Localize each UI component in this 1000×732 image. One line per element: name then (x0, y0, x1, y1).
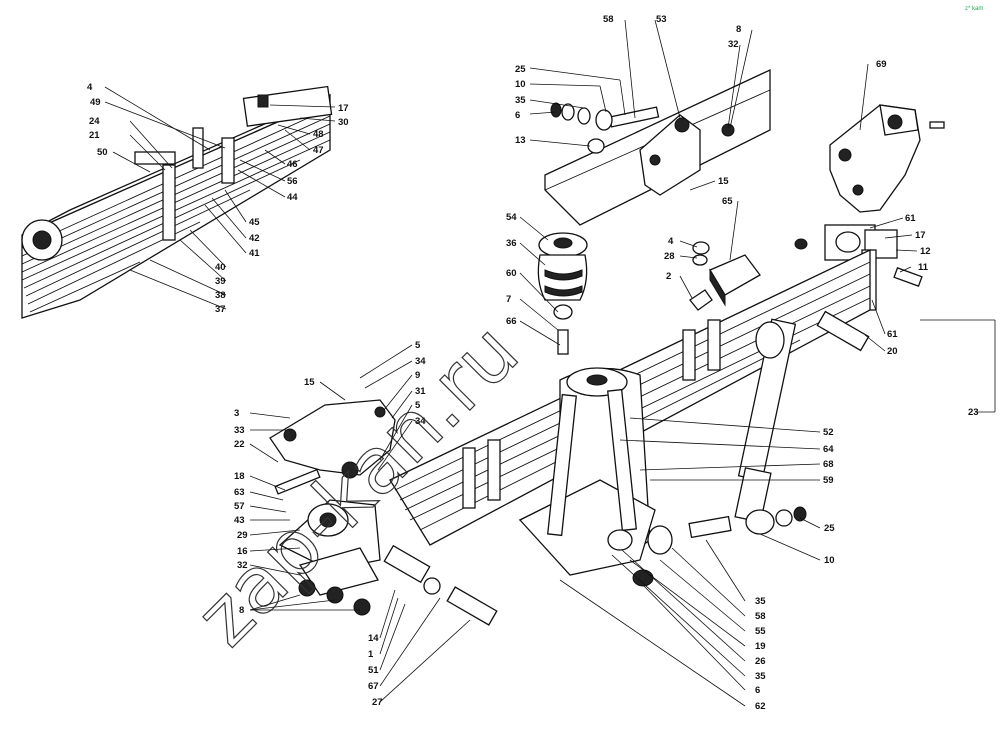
callout-10-lower: 10 (824, 555, 835, 566)
callout-69: 69 (876, 59, 887, 70)
rubber-bumper (537, 232, 588, 355)
callout-38: 38 (215, 290, 226, 301)
callout-20: 20 (887, 346, 898, 357)
callout-60: 60 (506, 268, 517, 279)
callout-32: 32 (728, 39, 739, 50)
callout-41: 41 (249, 248, 260, 259)
callout-8: 8 (736, 24, 741, 35)
callout-67: 67 (368, 681, 379, 692)
callout-63: 63 (234, 487, 245, 498)
callout-34-lower: 34 (415, 416, 426, 427)
callout-40: 40 (215, 262, 226, 273)
callout-10: 10 (515, 79, 526, 90)
callout-56: 56 (287, 176, 298, 187)
callout-42: 42 (249, 233, 260, 244)
top-bolt-set (550, 102, 660, 154)
callout-50: 50 (97, 147, 108, 158)
callout-12: 12 (920, 246, 931, 257)
callout-15: 15 (718, 176, 729, 187)
callout-58: 58 (603, 14, 614, 25)
callout-49: 49 (90, 97, 101, 108)
callout-7: 7 (506, 294, 511, 305)
callout-8-lower: 8 (239, 605, 244, 616)
callout-33: 33 (234, 425, 245, 436)
callout-24: 24 (89, 116, 100, 127)
bushings (383, 310, 870, 626)
callout-26: 26 (755, 656, 766, 667)
callout-45: 45 (249, 217, 260, 228)
callout-15-left: 15 (304, 377, 315, 388)
callout-25-lower: 25 (824, 523, 835, 534)
callout-6: 6 (515, 110, 520, 121)
callout-5-lower: 5 (415, 400, 421, 411)
callout-51: 51 (368, 665, 379, 676)
callout-64: 64 (823, 444, 834, 455)
callout-17: 17 (338, 103, 349, 114)
callout-66: 66 (506, 316, 517, 327)
callout-3: 3 (234, 408, 239, 419)
callout-57: 57 (234, 501, 245, 512)
leaf-spring-left (21, 85, 333, 319)
callout-1: 1 (368, 649, 374, 660)
callout-61: 61 (905, 213, 916, 224)
callout-39: 39 (215, 276, 226, 287)
callout-54: 54 (506, 212, 517, 223)
callout-19: 19 (755, 641, 766, 652)
front-bracket-15 (269, 399, 396, 495)
callout-46: 46 (287, 159, 298, 170)
shock-absorber (688, 318, 807, 539)
callout-35: 35 (515, 95, 526, 106)
callout-53: 53 (656, 14, 667, 25)
callout-36: 36 (506, 238, 517, 249)
callout-11: 11 (918, 262, 929, 273)
callout-22: 22 (234, 439, 245, 450)
callout-65: 65 (722, 196, 733, 207)
callout-62: 62 (755, 701, 766, 712)
callout-44: 44 (287, 192, 298, 203)
callout-23: 23 (968, 407, 979, 418)
callout-16: 16 (237, 546, 248, 557)
callout-43: 43 (234, 515, 245, 526)
axle-bracket (518, 367, 673, 587)
callout-31: 31 (415, 386, 426, 397)
callout-48: 48 (313, 129, 324, 140)
callout-30: 30 (338, 117, 349, 128)
callout-2: 2 (666, 271, 671, 282)
callout-61-lower: 61 (887, 329, 898, 340)
callout-34: 34 (415, 356, 426, 367)
callout-6-lower: 6 (755, 685, 760, 696)
callout-17-right: 17 (915, 230, 926, 241)
callout-28: 28 (664, 251, 675, 262)
frame-bracket-top (544, 68, 771, 226)
callout-4: 4 (87, 82, 93, 93)
callout-59: 59 (823, 475, 834, 486)
callout-5: 5 (415, 340, 421, 351)
callout-9: 9 (415, 370, 420, 381)
callout-55: 55 (755, 626, 766, 637)
front-hanger (278, 499, 381, 616)
callout-68: 68 (823, 459, 834, 470)
callout-37: 37 (215, 304, 226, 315)
callout-4-right: 4 (668, 236, 674, 247)
callout-35-lower: 35 (755, 596, 766, 607)
callout-32-lower: 32 (237, 560, 248, 571)
callout-35-bottom: 35 (755, 671, 766, 682)
callout-25: 25 (515, 64, 526, 75)
callout-21: 21 (89, 130, 100, 141)
callout-58-lower: 58 (755, 611, 766, 622)
callout-27: 27 (372, 697, 383, 708)
callout-52: 52 (823, 427, 834, 438)
leader-lines (104, 19, 996, 707)
callout-13: 13 (515, 135, 526, 146)
corner-mark: z* kam (965, 6, 983, 12)
callout-14: 14 (368, 633, 379, 644)
callout-labels: 58 53 8 32 25 10 35 6 13 69 4 49 17 30 4… (87, 14, 979, 712)
pad-65 (689, 241, 761, 311)
callout-29: 29 (237, 530, 248, 541)
callout-18: 18 (234, 471, 245, 482)
callout-47: 47 (313, 145, 324, 156)
bracket-69 (829, 104, 945, 213)
